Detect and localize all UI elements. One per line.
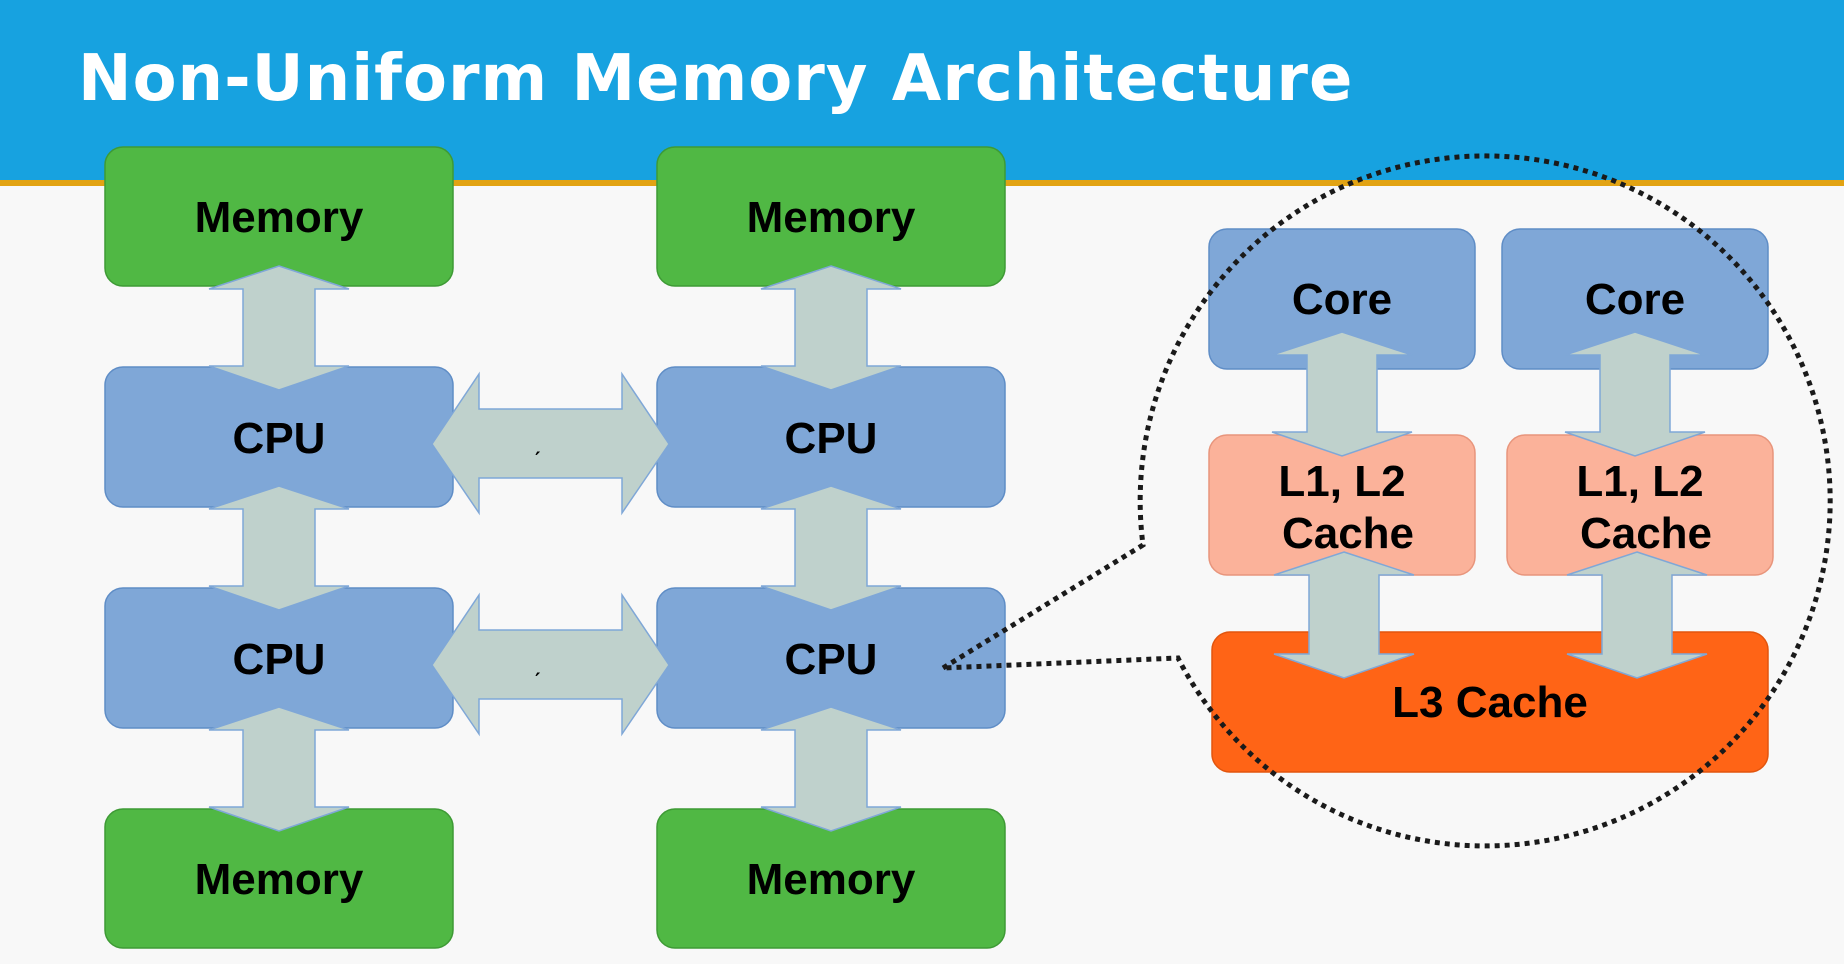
interconnect-arrow-upper (431, 371, 670, 516)
core-cache-link-arrow (1271, 331, 1413, 457)
cache-l3-link-arrow (1566, 551, 1708, 679)
l1-l2-label-line2: Cache (1580, 509, 1712, 558)
cpu-cpu-link-arrow (208, 485, 350, 611)
cpu-label: CPU (233, 414, 326, 463)
memory-cpu-link-arrow (208, 265, 350, 391)
l1-l2-label-line1: L1, L2 (1576, 457, 1703, 506)
l1-l2-label-line2: Cache (1282, 509, 1414, 558)
zoom-callout-outline (941, 153, 1833, 849)
cpu-cpu-link-arrow (760, 485, 902, 611)
interconnect-mark: ˏ (533, 426, 542, 456)
cache-l3-link-arrow (1273, 551, 1415, 679)
core-cache-link-arrow (1564, 331, 1706, 457)
cpu-memory-link-arrow (760, 706, 902, 832)
l3-cache-label: L3 Cache (1392, 678, 1588, 727)
core-label: Core (1292, 275, 1392, 324)
memory-cpu-link-arrow (760, 265, 902, 391)
interconnect-arrow-lower (431, 592, 670, 737)
page-title: Non-Uniform Memory Architecture (78, 42, 1354, 116)
cpu-label: CPU (785, 414, 878, 463)
core-label: Core (1585, 275, 1685, 324)
l1-l2-label-line1: L1, L2 (1278, 457, 1405, 506)
memory-label: Memory (195, 193, 364, 242)
interconnect-mark: ˏ (533, 647, 542, 677)
memory-label: Memory (747, 193, 916, 242)
cpu-label: CPU (785, 635, 878, 684)
memory-label: Memory (195, 855, 364, 904)
cpu-memory-link-arrow (208, 706, 350, 832)
memory-label: Memory (747, 855, 916, 904)
cpu-label: CPU (233, 635, 326, 684)
